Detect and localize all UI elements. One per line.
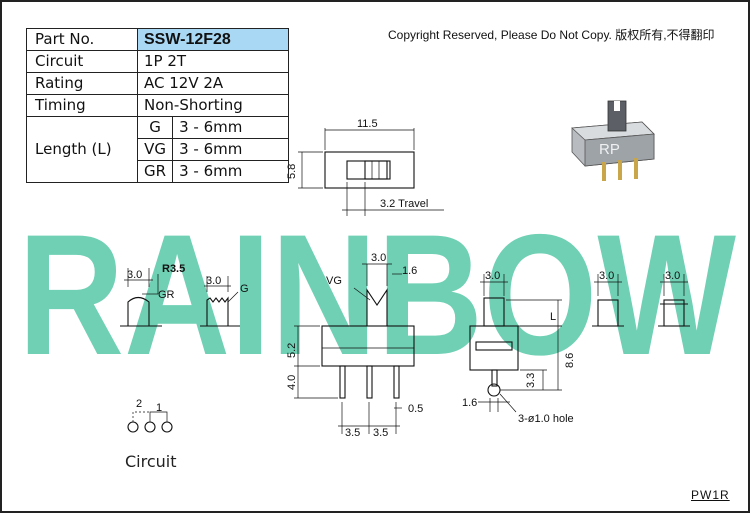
spec-key: Circuit — [26, 50, 138, 73]
spec-row-part-no: Part No. SSW-12F28 — [26, 28, 289, 51]
dim-pitch-2: 3.5 — [373, 427, 388, 439]
length-range: 3 - 6mm — [172, 138, 289, 161]
dim-height: 5.8 — [286, 164, 298, 179]
label-vg: VG — [326, 275, 342, 287]
spec-row-timing: Timing Non-Shorting — [26, 94, 289, 117]
spec-key: Timing — [26, 94, 138, 117]
spec-row-circuit: Circuit 1P 2T — [26, 50, 289, 73]
spec-value: 1P 2T — [137, 50, 289, 73]
product-illustration: RP — [571, 100, 655, 181]
knob-variant-b — [658, 274, 690, 327]
watermark-text: RAINBOW — [18, 199, 737, 391]
spec-key: Length (L) — [26, 116, 138, 183]
page-code: PW1R — [691, 488, 730, 502]
dim-knob-gr: 3.0 — [127, 269, 142, 281]
copyright-notice: Copyright Reserved, Please Do Not Copy. … — [388, 28, 715, 42]
knob-detail-g — [200, 276, 240, 327]
spec-value: AC 12V 2A — [137, 72, 289, 95]
label-l: L — [550, 311, 556, 323]
part-number: SSW-12F28 — [137, 28, 289, 51]
dim-pitch-1: 3.5 — [345, 427, 360, 439]
dim-radius: R3.5 — [162, 263, 185, 275]
dim-knob-vg: 3.0 — [371, 252, 386, 264]
dim-vg-side: 1.6 — [402, 265, 417, 277]
length-range: 3 - 6mm — [172, 160, 289, 183]
label-g: G — [240, 283, 249, 295]
dim-pin-thickness: 0.5 — [408, 403, 423, 415]
dim-width: 11.5 — [357, 118, 378, 130]
spec-table: Part No. SSW-12F28 Circuit 1P 2T Rating … — [26, 28, 289, 183]
label-gr: GR — [158, 289, 175, 301]
knob-variant-a — [592, 274, 624, 327]
spec-key: Rating — [26, 72, 138, 95]
circuit-caption: Circuit — [125, 452, 177, 471]
spec-row-rating: Rating AC 12V 2A — [26, 72, 289, 95]
dim-pin-height: 3.3 — [525, 373, 537, 388]
circuit-pin-2: 2 — [136, 398, 142, 410]
dim-body-height: 5.2 — [286, 343, 298, 358]
circuit-pin-1: 1 — [156, 402, 162, 414]
dim-knob-g: 3.0 — [206, 275, 221, 287]
dim-knob-side: 3.0 — [485, 270, 500, 282]
product-marking: RP — [599, 141, 620, 158]
dim-knob-b: 3.0 — [665, 270, 680, 282]
length-type: VG — [136, 138, 174, 161]
length-type: G — [136, 116, 174, 139]
top-view — [298, 128, 444, 216]
length-range: 3 - 6mm — [172, 116, 289, 139]
length-type: GR — [136, 160, 174, 183]
dim-total-height: 8.6 — [564, 353, 576, 368]
dim-knob-a: 3.0 — [599, 270, 614, 282]
spec-row-length-gr: GR 3 - 6mm — [27, 160, 289, 183]
spec-row-length-vg: VG 3 - 6mm — [27, 138, 289, 161]
front-view — [294, 263, 415, 434]
dim-pin-length: 4.0 — [286, 375, 298, 390]
dim-side-pin: 1.6 — [462, 397, 477, 409]
spec-value: Non-Shorting — [137, 94, 289, 117]
side-view — [469, 274, 562, 413]
dim-hole: 3-ø1.0 hole — [518, 413, 574, 425]
dim-travel: 3.2 Travel — [380, 198, 428, 210]
circuit-schematic — [127, 411, 173, 433]
spec-row-length-g: Length (L) G 3 - 6mm — [26, 116, 289, 183]
spec-key: Part No. — [26, 28, 138, 51]
knob-detail-gr — [120, 268, 162, 327]
